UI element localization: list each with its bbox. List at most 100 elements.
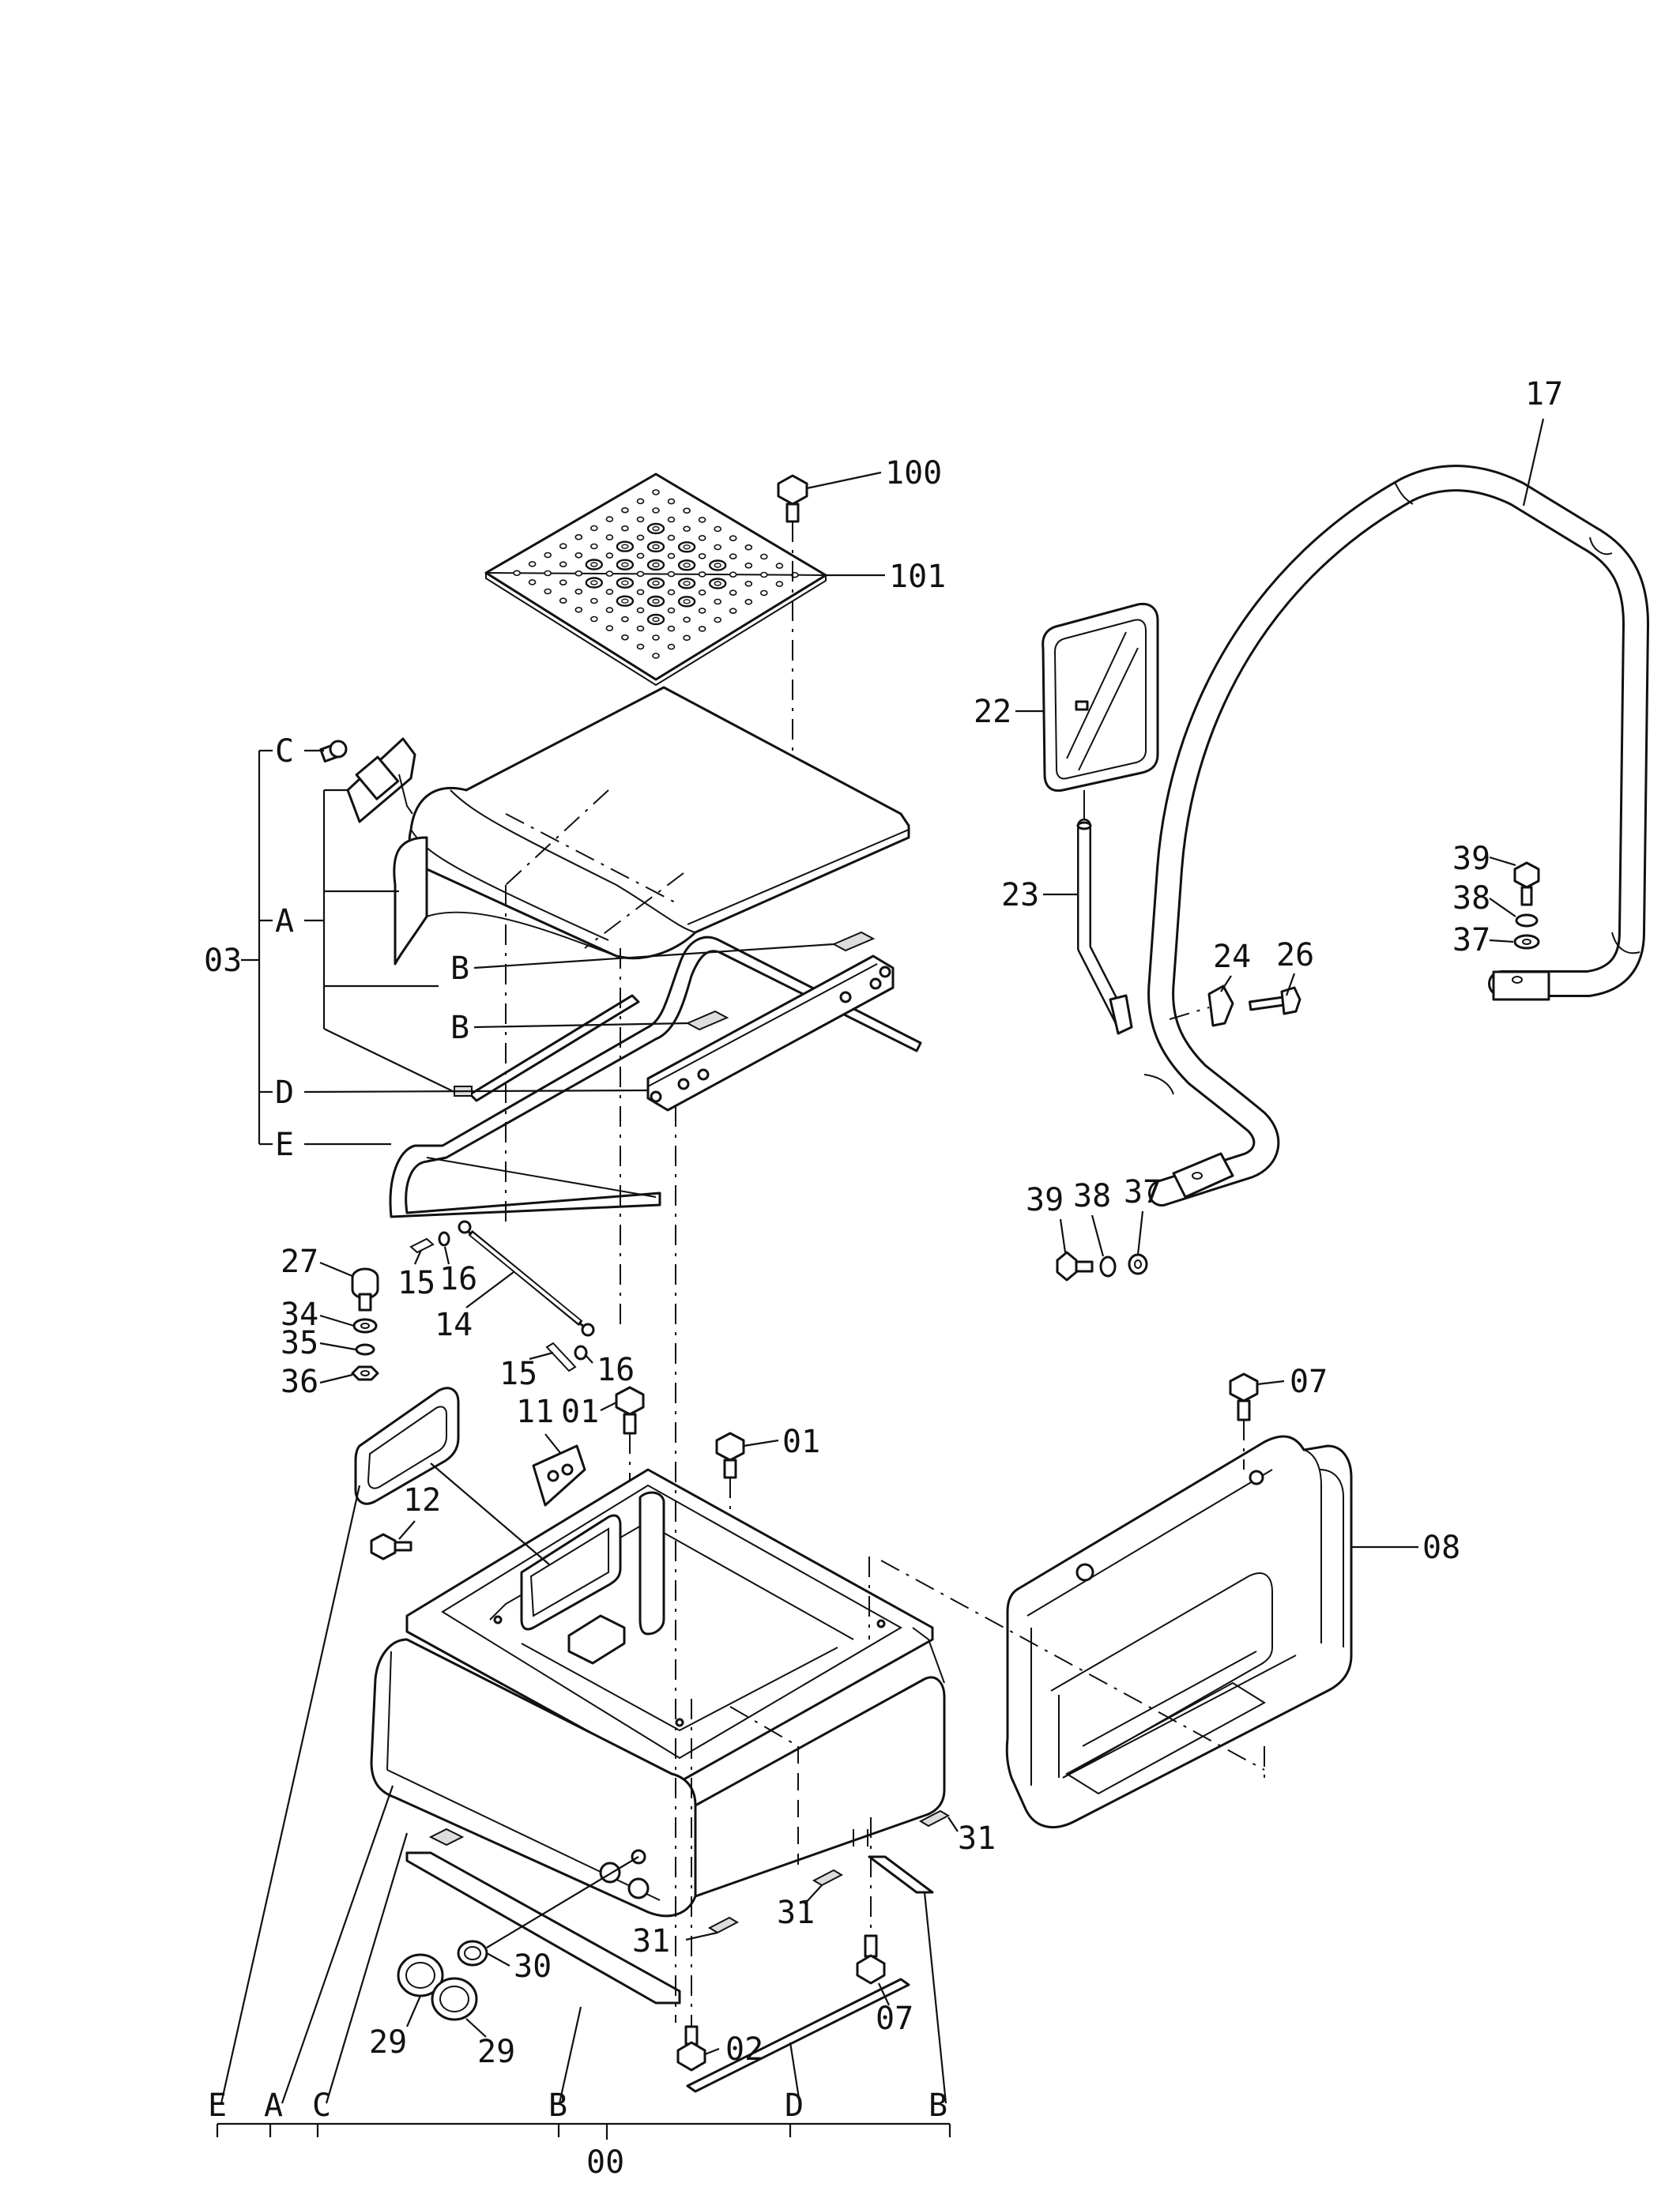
plate-hole [667,570,676,578]
bolt-26 [1249,986,1301,1015]
plate-hole [590,543,598,550]
plate-hole [667,498,676,505]
perforated-plate [484,472,827,687]
plate-hole [544,570,552,577]
plate-hole [605,516,614,522]
plate-hole [683,616,691,623]
plate-hole-inner [714,563,721,568]
callout-31-left: 31 [632,1923,670,1959]
bolt-12 [370,1533,412,1560]
plate-hole [729,535,737,542]
callout-02: 02 [725,2031,763,2068]
plate-hole [574,588,583,595]
plate-hole [636,589,645,596]
seal-b-lower [685,1010,729,1031]
callout-15-upper: 15 [397,1265,435,1301]
plate-hole [698,535,706,541]
knob-27 [351,1267,379,1312]
plate-hole [528,561,537,567]
plate-hole [585,559,603,570]
plate-hole [698,517,706,523]
callout-07-bottom: 07 [876,2001,913,2037]
plate-hole [744,562,753,569]
seal-31-mid [812,1869,844,1887]
plug-29-right [431,1977,478,2021]
plate-hole [652,507,660,514]
callout-00: 00 [586,2144,624,2181]
plate-hole-inner [652,562,660,568]
plate-hole [683,525,691,533]
plate-hole-inner [621,562,629,567]
plate-hole [729,589,737,597]
plate-hole [744,544,753,551]
plate-hole [652,653,660,659]
plate-hole [544,588,552,595]
seal-b-strip [469,994,640,1102]
callout-36: 36 [281,1364,318,1400]
callout-35: 35 [281,1325,318,1361]
plate-hole [605,607,614,613]
plate-hole [513,570,521,577]
plate-hole [775,581,784,587]
plate-hole [709,578,727,589]
strip-b-lower [405,1851,681,2005]
leader-lines [216,418,1545,2140]
callout-11: 11 [516,1394,554,1430]
spring-washer-35 [355,1343,375,1356]
plate-hole [621,525,629,532]
cotter-pin-lower [545,1342,577,1372]
washer-lower [574,1345,588,1361]
plate-hole [559,543,567,550]
plate-hole [744,580,753,587]
plate-hole [698,626,706,632]
callout-39-lower: 39 [1026,1182,1064,1218]
plate-hole [585,577,603,589]
plate-hole-inner [621,544,629,549]
callout-23: 23 [1001,877,1039,913]
callout-24: 24 [1213,939,1251,975]
plate-hole [621,634,629,641]
callout-17: 17 [1525,376,1563,412]
plate-hole [667,552,676,559]
callout-d-upper: D [275,1075,294,1111]
plate-hole-inner [621,580,629,585]
plate-hole [636,534,645,541]
side-cover [1005,1435,1353,1829]
plate-hole [646,613,665,626]
plate-hole [652,489,660,495]
plate-hole-inner [621,598,629,604]
callout-14: 14 [435,1307,473,1343]
bolt-39-upper [1513,861,1540,906]
bolt-07-top [1229,1372,1259,1470]
weatherstrip-e [389,936,922,1218]
callout-03: 03 [204,943,242,979]
plate-hole [698,553,706,559]
bracket-11 [532,1444,586,1507]
plate-hole [714,544,722,551]
plate-hole-inner [652,544,660,550]
washer-38-upper [1515,913,1539,928]
callout-07-top: 07 [1290,1364,1328,1400]
seal-31-left [707,1916,740,1934]
callout-27: 27 [281,1244,318,1280]
window-gasket [354,1387,460,1505]
callout-22: 22 [974,694,1011,730]
hinge-rail [646,954,895,1112]
callout-29-left: 29 [369,2024,407,2061]
callout-30: 30 [514,1948,552,1985]
plate-hole [636,607,645,614]
callout-37-lower: 37 [1124,1174,1162,1210]
plate-hole-inner [714,581,721,586]
plate-hole [574,533,583,540]
callout-26: 26 [1276,937,1314,973]
plate-hole [528,579,537,585]
plate-hole-inner [652,616,660,623]
strip-d-lower [686,1978,910,2093]
plate-hole [646,522,665,535]
bolt-02 [676,1699,706,2072]
plate-hole [667,534,676,541]
callout-01-right: 01 [782,1424,820,1460]
callout-16-upper: 16 [439,1261,477,1297]
washer-37-lower [1128,1253,1148,1275]
plate-hole [646,540,665,553]
